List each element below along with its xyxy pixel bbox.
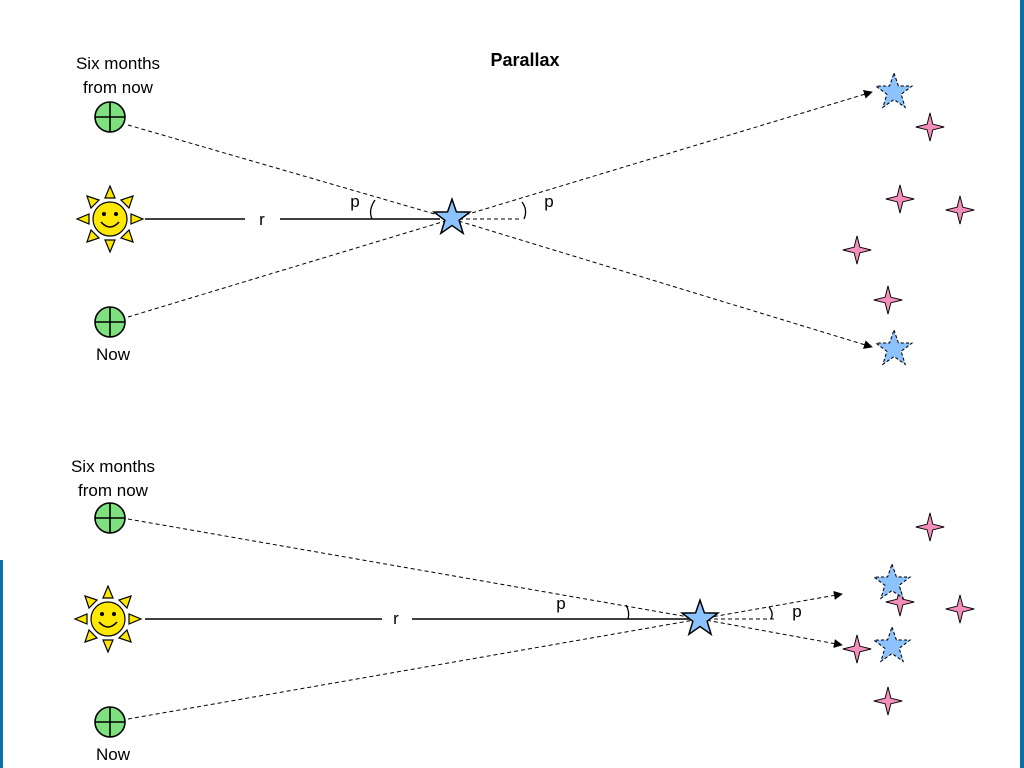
background-star-icon	[915, 512, 945, 542]
background-star-icon	[945, 195, 975, 225]
earth-icon	[94, 306, 126, 338]
top-angle-label-left: p	[350, 192, 360, 211]
slide-edge-left	[0, 560, 3, 768]
background-star-icon	[873, 686, 903, 716]
top-angle-label-right: p	[544, 192, 554, 211]
top-distance-label: r	[259, 210, 265, 229]
star-icon	[873, 563, 911, 599]
bottom-projection-arrow-up	[699, 590, 843, 620]
bottom-earth-future-label-line1: Six months	[70, 457, 156, 476]
top-earth-future-label-line2: from now	[83, 78, 153, 97]
star-icon	[681, 599, 719, 636]
bottom-sightline-future	[127, 518, 701, 620]
star-icon	[875, 72, 913, 108]
bottom-angle-label-left: p	[556, 594, 566, 613]
bottom-distance-label: r	[393, 609, 399, 628]
bottom-earth-future-label-line2: from now	[78, 481, 148, 500]
background-star-icon	[842, 235, 872, 265]
star-icon	[433, 198, 471, 235]
sun-icon	[74, 585, 142, 653]
top-projection-arrow-down	[451, 218, 873, 349]
bottom-earth-now-label: Now	[95, 745, 131, 764]
bottom-diagram	[74, 502, 975, 738]
top-earth-now-label: Now	[95, 345, 131, 364]
background-star-icon	[945, 594, 975, 624]
earth-icon	[94, 502, 126, 534]
top-earth-future-label-line1: Six months	[75, 54, 161, 73]
background-star-icon	[873, 285, 903, 315]
background-star-icon	[915, 112, 945, 142]
bottom-angle-label-right: p	[792, 602, 802, 621]
top-angle-arc-right	[521, 201, 527, 220]
earth-icon	[94, 101, 126, 133]
sun-icon	[76, 185, 144, 253]
earth-icon	[94, 706, 126, 738]
background-star-icon	[885, 184, 915, 214]
bottom-angle-arc-right	[768, 606, 773, 620]
diagram-title: Parallax	[490, 50, 560, 70]
top-sightline-now	[127, 218, 453, 318]
top-projection-arrow-up	[451, 90, 873, 220]
star-icon	[873, 626, 911, 662]
bottom-sightline-now	[127, 618, 701, 720]
background-star-icon	[842, 634, 872, 664]
slide-edge-right	[1020, 0, 1024, 768]
bottom-projection-arrow-down	[699, 618, 843, 648]
bottom-angle-arc-left	[625, 604, 630, 620]
top-angle-arc-left	[369, 199, 376, 220]
top-sightline-future	[127, 124, 453, 220]
top-diagram	[76, 72, 975, 365]
star-icon	[875, 329, 913, 365]
